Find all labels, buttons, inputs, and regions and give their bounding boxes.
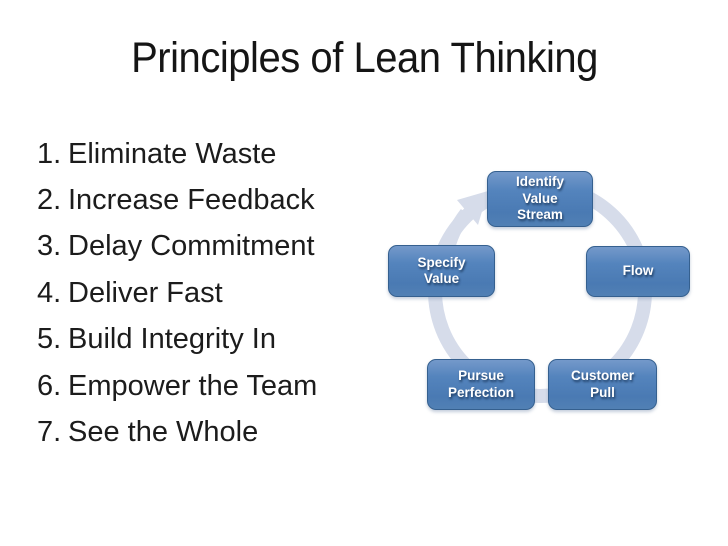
node-customer-pull: Customer Pull	[548, 359, 657, 410]
cycle-arrowhead-icon	[457, 191, 488, 225]
list-item: 2. Increase Feedback	[37, 177, 317, 223]
node-pursue-perfection: Pursue Perfection	[427, 359, 535, 410]
node-identify-value-stream: Identify Value Stream	[487, 171, 593, 227]
list-item: 1. Eliminate Waste	[37, 131, 317, 177]
list-item: 3. Delay Commitment	[37, 224, 317, 270]
slide-title: Principles of Lean Thinking	[131, 34, 598, 82]
item-number: 3.	[37, 230, 62, 263]
list-item: 5. Build Integrity In	[37, 317, 317, 363]
item-text: Deliver Fast	[68, 276, 223, 309]
item-text: Eliminate Waste	[68, 137, 277, 170]
list-item: 7. See the Whole	[37, 409, 317, 455]
item-number: 6.	[37, 369, 62, 402]
item-text: Delay Commitment	[68, 230, 315, 263]
item-number: 2.	[37, 184, 62, 217]
node-flow: Flow	[586, 246, 690, 297]
item-number: 1.	[37, 137, 62, 170]
item-text: See the Whole	[68, 416, 259, 449]
list-item: 4. Deliver Fast	[37, 270, 317, 316]
item-number: 7.	[37, 416, 62, 449]
node-specify-value: Specify Value	[388, 245, 495, 297]
item-text: Increase Feedback	[68, 184, 315, 217]
item-number: 5.	[37, 323, 62, 356]
lean-principles-list: 1. Eliminate Waste 2. Increase Feedback …	[37, 131, 317, 456]
item-number: 4.	[37, 276, 62, 309]
item-text: Empower the Team	[68, 369, 318, 402]
list-item: 6. Empower the Team	[37, 363, 317, 409]
item-text: Build Integrity In	[68, 323, 276, 356]
